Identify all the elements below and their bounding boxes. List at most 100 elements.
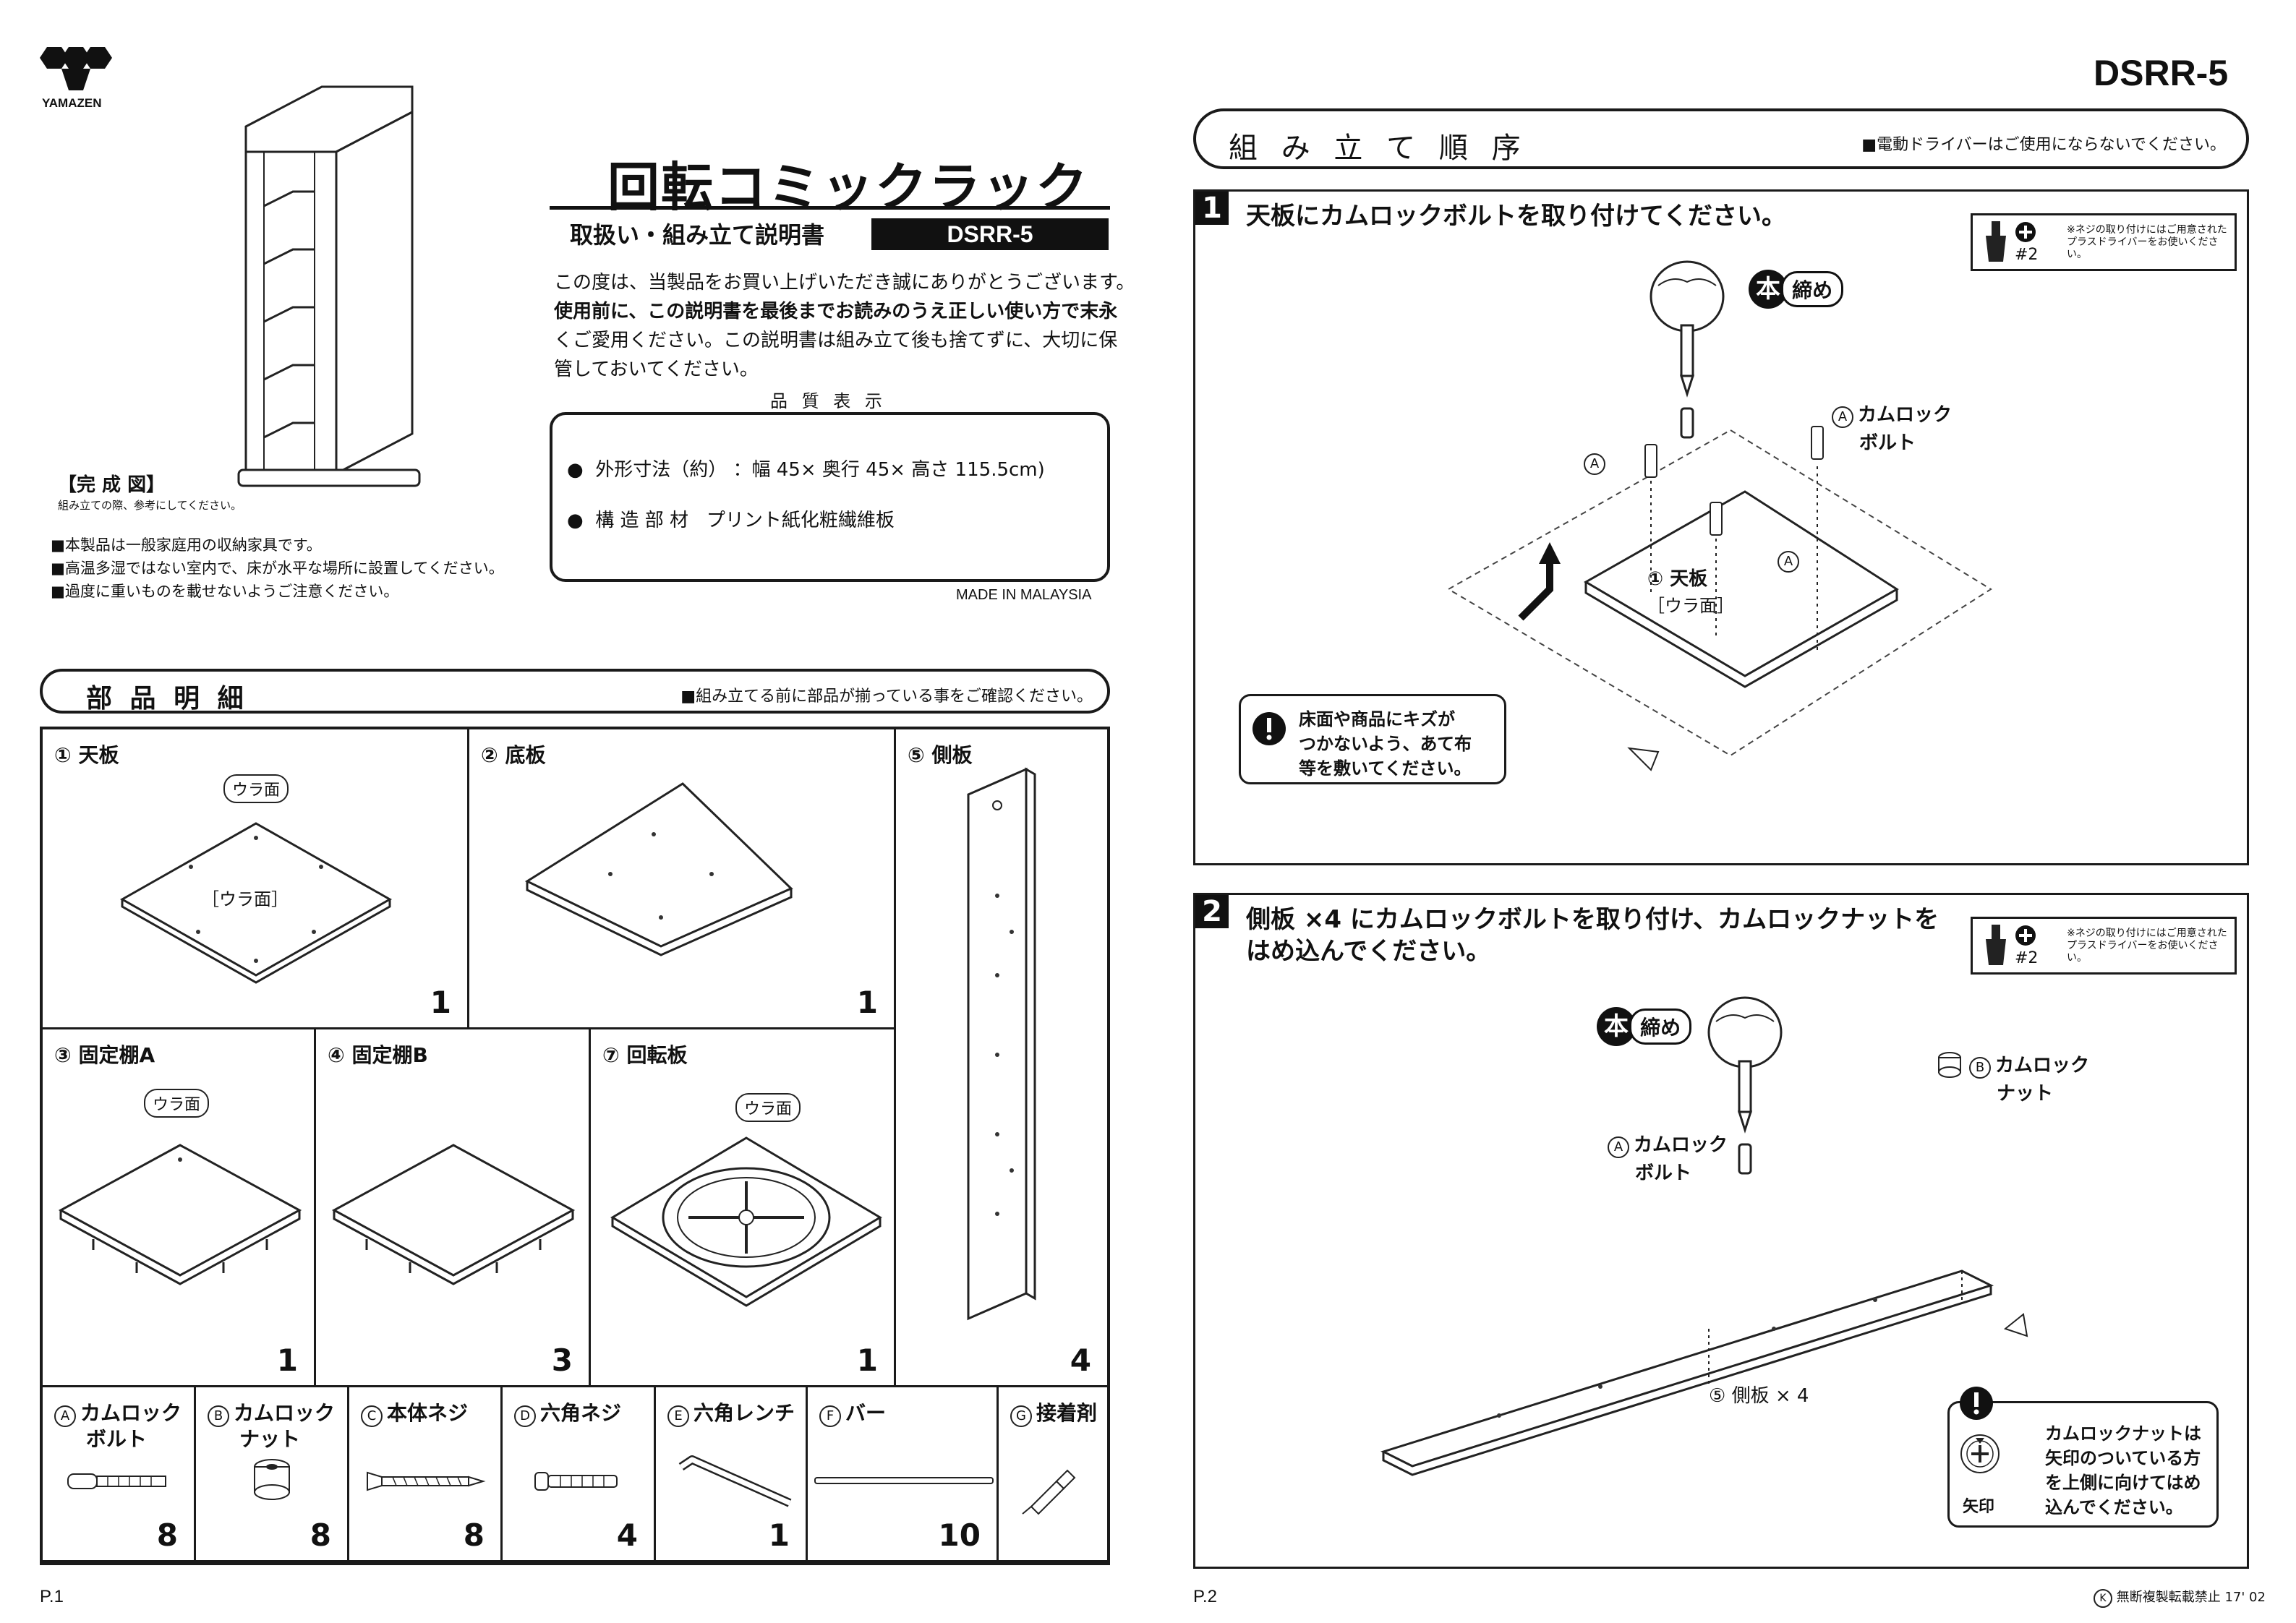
step2-title-2: はめ込んでください。 bbox=[1246, 937, 1491, 966]
quality-box: ● 外形寸法（約） ：幅 45× 奥行 45× 高さ 115.5cm) ● 構 … bbox=[550, 412, 1110, 582]
intro-line-1: この度は、当製品をお買い上げいただき誠にありがとうございます。 bbox=[554, 272, 1135, 294]
hw-count: 4 bbox=[616, 1517, 638, 1553]
bolt-mark-left: A bbox=[1584, 453, 1605, 475]
screwdriver-icon bbox=[1986, 221, 2006, 262]
part-label: ① 天板 bbox=[54, 743, 119, 767]
part-label: ⑤ 側板 bbox=[908, 743, 973, 767]
made-in: MADE IN MALAYSIA bbox=[956, 587, 1092, 603]
side-board-drawing bbox=[967, 767, 1036, 1321]
completed-label: 【完 成 図】 bbox=[58, 474, 166, 496]
plus-icon bbox=[2015, 222, 2036, 242]
hand-driver-illustration bbox=[1707, 996, 1783, 1175]
usage-note-1: ■本製品は一般家庭用の収納家具です。 bbox=[51, 536, 322, 554]
part-label: ② 底板 bbox=[481, 743, 546, 767]
step2-warning-3: を上側に向けてはめ bbox=[2045, 1473, 2201, 1493]
brand-logo: YAMAZEN bbox=[36, 40, 116, 112]
hw-name: カムロック bbox=[234, 1401, 336, 1425]
tighten-badge: 本 締め bbox=[1597, 1007, 1692, 1046]
nut-label-2: ナット bbox=[1997, 1083, 2054, 1105]
model-badge-text: DSRR-5 bbox=[947, 221, 1033, 247]
title-rule bbox=[550, 206, 1110, 210]
part-cell-top-board: ① 天板 ウラ面 ［ウラ面］ 1 bbox=[43, 729, 469, 1029]
hw-count: 8 bbox=[310, 1517, 331, 1553]
nut-label-1: カムロック bbox=[1995, 1055, 2090, 1076]
hex-wrench-icon bbox=[678, 1455, 792, 1507]
bar-icon bbox=[814, 1477, 994, 1484]
hw-name: 六角レンチ bbox=[694, 1401, 795, 1425]
parts-heading: 部 品 明 細 bbox=[86, 684, 248, 714]
back-side-tag: ウラ面 bbox=[144, 1089, 210, 1118]
usage-note-2: ■高温多湿ではない室内で、床が水平な場所に設置してください。 bbox=[51, 560, 504, 577]
camlock-bolt-icon bbox=[67, 1473, 166, 1489]
hw-name: 接着剤 bbox=[1036, 1401, 1098, 1425]
step2-side-board-drawing bbox=[1380, 1269, 2028, 1476]
step1-panel: 1 天板にカムロックボルトを取り付けてください。 #2 ※ネジの取り付けにはご用… bbox=[1193, 189, 2249, 865]
order-note: ■電動ドライバーはご使用にならないでください。 bbox=[1861, 136, 2226, 154]
hw-name: 本体ネジ bbox=[387, 1401, 469, 1425]
brand-name: YAMAZEN bbox=[42, 96, 102, 110]
hw-mark: F bbox=[819, 1405, 841, 1427]
fixed-shelf-a-drawing bbox=[58, 1144, 302, 1285]
part-cell-rotating-board: ⑦ 回転板 ウラ面 1 bbox=[591, 1029, 896, 1387]
order-heading: 組 み 立 て 順 序 bbox=[1229, 132, 1528, 165]
yamazen-logo-icon bbox=[40, 47, 112, 90]
screwdriver-icon bbox=[1986, 925, 2006, 965]
hw-count: 1 bbox=[768, 1517, 790, 1553]
tighten-badge: 本 締め bbox=[1749, 270, 1844, 309]
step2-panel: 2 側板 ×4 にカムロックボルトを取り付け、カムロックナットを はめ込んでくだ… bbox=[1193, 893, 2249, 1569]
step1-board-sublabel: ［ウラ面］ bbox=[1647, 596, 1734, 616]
bolt-label-2: ボルト bbox=[1635, 1162, 1692, 1184]
hw-count: 8 bbox=[156, 1517, 178, 1553]
page-number-2: P.2 bbox=[1193, 1587, 1217, 1606]
driver-info-box-2: #2 ※ネジの取り付けにはご用意された プラスドライバーをお使いください。 bbox=[1971, 917, 2237, 975]
step1-number: 1 bbox=[1195, 192, 1229, 225]
step1-warning-1: 床面や商品にキズが bbox=[1299, 709, 1455, 729]
step2-board-label: ⑤ 側板 × 4 bbox=[1709, 1385, 1809, 1407]
quality-heading: 品 質 表 示 bbox=[770, 391, 887, 411]
arrow-label: 矢印 bbox=[1963, 1498, 1995, 1516]
tighten-mark: 本 bbox=[1597, 1007, 1636, 1046]
back-side-inner-label: ［ウラ面］ bbox=[202, 889, 289, 909]
step1-title: 天板にカムロックボルトを取り付けてください。 bbox=[1246, 202, 1786, 231]
hw-count: 8 bbox=[463, 1517, 485, 1553]
fixed-shelf-b-drawing bbox=[331, 1144, 576, 1285]
part-label: ④ 固定棚B bbox=[328, 1043, 428, 1067]
completed-note: 組み立ての際、参考にしてください。 bbox=[58, 499, 242, 512]
driver-info-box: #2 ※ネジの取り付けにはご用意された プラスドライバーをお使いください。 bbox=[1971, 213, 2237, 271]
part-count: 3 bbox=[551, 1342, 573, 1378]
copyright-text: 無断複製転載禁止 17' 02 bbox=[2116, 1590, 2266, 1605]
completed-rack-illustration bbox=[237, 85, 421, 487]
plus-icon bbox=[2015, 925, 2036, 946]
part-cell-fixed-shelf-b: ④ 固定棚B 3 bbox=[316, 1029, 591, 1387]
part-cell-fixed-shelf-a: ③ 固定棚A ウラ面 1 bbox=[43, 1029, 316, 1387]
bolt-label-1: カムロック bbox=[1634, 1134, 1728, 1156]
parts-heading-bar: 部 品 明 細 ■組み立てる前に部品が揃っている事をご確認ください。 bbox=[40, 669, 1110, 714]
parts-note: ■組み立てる前に部品が揃っている事をご確認ください。 bbox=[680, 688, 1093, 706]
step1-board-label: ① 天板 bbox=[1647, 568, 1708, 590]
intro-line-4: 管しておいてください。 bbox=[554, 359, 759, 380]
hw-name-2: ナット bbox=[239, 1427, 301, 1451]
bolt-mark-center: A bbox=[1778, 551, 1799, 573]
glue-bottle-icon bbox=[1022, 1469, 1076, 1515]
hw-count: 10 bbox=[938, 1517, 981, 1553]
quality-material-label: 構 造 部 材 bbox=[595, 510, 689, 531]
step1-warning: 床面や商品にキズが つかないよう、あて布 等を敷いてください。 bbox=[1239, 694, 1506, 784]
part-count: 1 bbox=[276, 1342, 298, 1378]
camlock-nut-icon bbox=[1938, 1052, 1961, 1078]
quality-size-value: ：幅 45× 奥行 45× 高さ 115.5cm) bbox=[733, 459, 1045, 481]
part-cell-bottom-board: ② 底板 1 bbox=[469, 729, 896, 1029]
top-board-drawing bbox=[119, 822, 393, 984]
step2-warning-4: 込んでください。 bbox=[2045, 1497, 2183, 1517]
part-label: ③ 固定棚A bbox=[54, 1043, 155, 1067]
quality-material-row: ● 構 造 部 材 プリント紙化粧繊維板 bbox=[567, 505, 895, 532]
body-screw-icon bbox=[367, 1471, 486, 1491]
tighten-text: 締め bbox=[1629, 1009, 1692, 1045]
